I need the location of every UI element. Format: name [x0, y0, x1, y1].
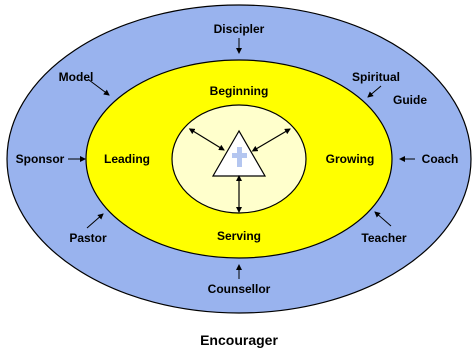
cross-icon: [232, 147, 247, 167]
caption-encourager: Encourager: [200, 332, 278, 348]
label-spiritual: Spiritual: [352, 70, 400, 84]
stage-beginning: Beginning: [210, 84, 269, 98]
label-guide: Guide: [393, 93, 427, 107]
arrow-pastor: [86, 213, 104, 229]
label-counsellor: Counsellor: [208, 282, 271, 296]
arrow-center-upper-right: [251, 128, 291, 152]
arrow-teacher: [374, 211, 392, 227]
stage-growing: Growing: [326, 152, 375, 166]
label-coach: Coach: [422, 152, 459, 166]
arrow-center-upper-left: [188, 128, 225, 151]
label-model: Model: [59, 70, 94, 84]
label-teacher: Teacher: [361, 231, 406, 245]
arrow-spiritual-guide: [367, 85, 382, 98]
label-sponsor: Sponsor: [16, 152, 65, 166]
stage-leading: Leading: [104, 152, 150, 166]
label-pastor: Pastor: [69, 231, 107, 245]
label-discipler: Discipler: [214, 22, 265, 36]
stage-serving: Serving: [217, 229, 261, 243]
arrow-model: [88, 79, 110, 96]
